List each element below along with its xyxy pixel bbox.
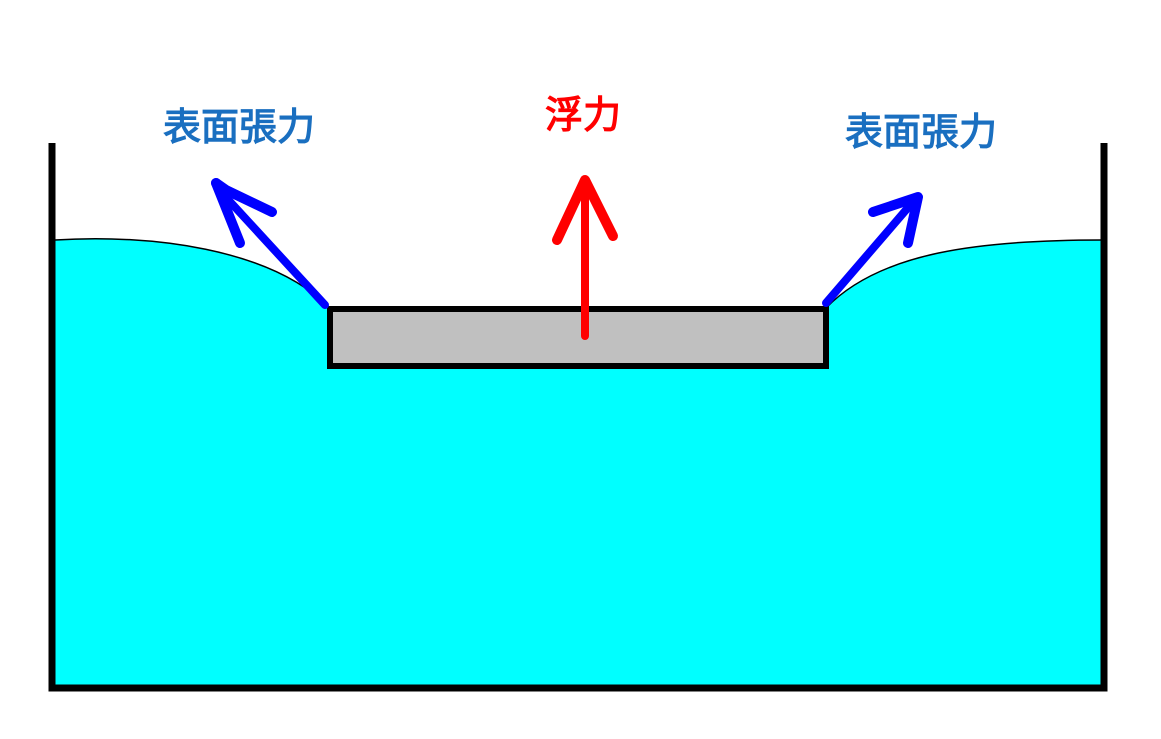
water — [55, 238, 1102, 688]
surface-tension-arrow-right — [822, 192, 923, 307]
water-surface-right — [825, 239, 1103, 309]
surface-tension-label-right: 表面張力 — [845, 110, 998, 154]
buoyancy-arrow — [552, 175, 618, 340]
container — [48, 143, 1108, 692]
buoyancy-label: 浮力 — [545, 93, 622, 137]
floating-object — [327, 306, 829, 369]
surface-tension-arrow-left — [211, 178, 329, 309]
surface-tension-label-left: 表面張力 — [163, 105, 316, 149]
